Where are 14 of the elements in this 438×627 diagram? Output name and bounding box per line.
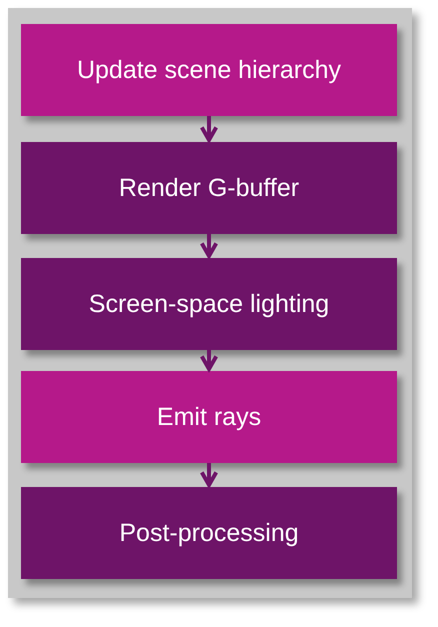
step-label: Post-processing xyxy=(119,518,299,548)
process-box xyxy=(21,258,397,350)
arrow xyxy=(200,350,218,371)
process-box xyxy=(21,371,397,463)
step-label: Screen-space lighting xyxy=(88,290,330,318)
step-label: Emit rays xyxy=(156,402,262,432)
step-label: Render G-buffer xyxy=(118,174,300,202)
arrow xyxy=(200,463,218,487)
step-label: Update scene hierarchy xyxy=(76,56,342,84)
process-box xyxy=(21,142,397,234)
arrow xyxy=(200,116,218,142)
process-box xyxy=(21,24,397,116)
process-box xyxy=(21,487,397,579)
arrow xyxy=(200,234,218,258)
